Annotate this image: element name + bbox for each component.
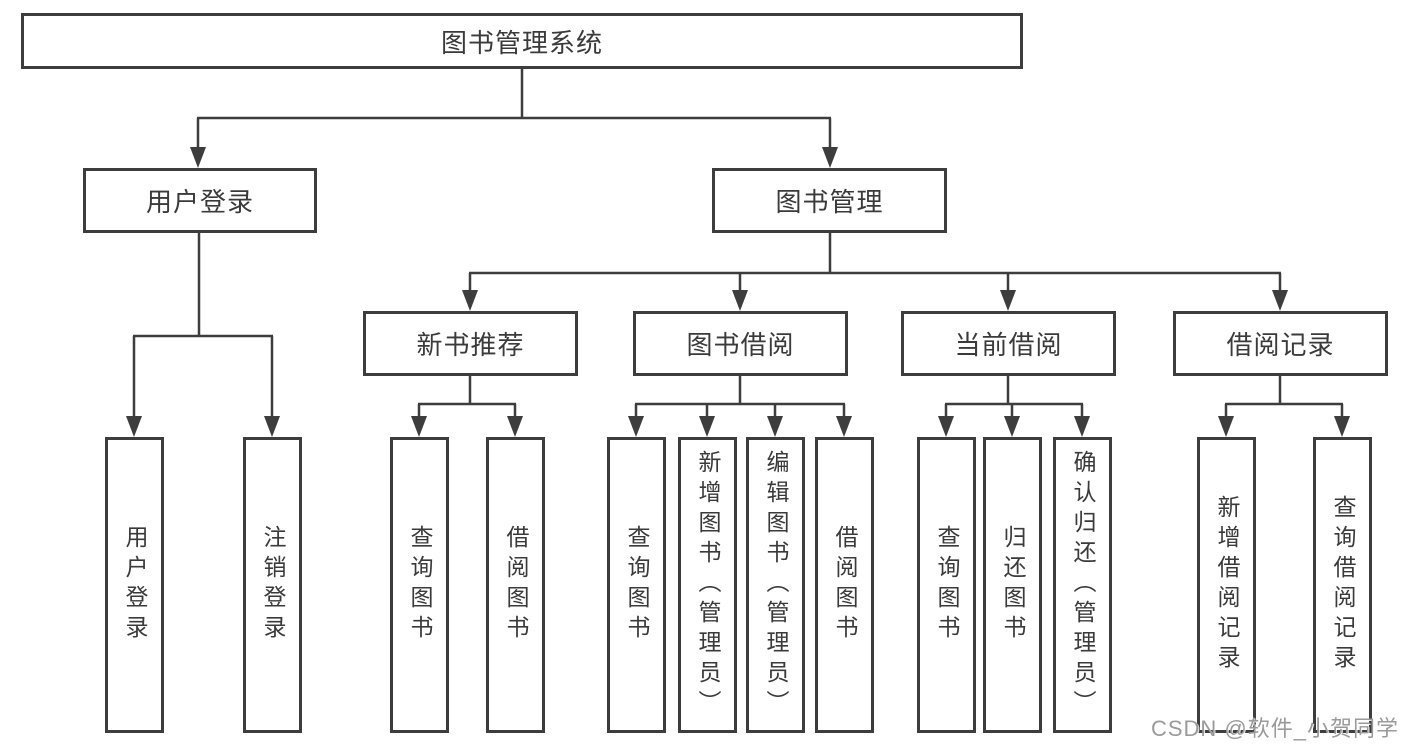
edge-management-to-groups xyxy=(468,233,1282,293)
node-new-book-recommend: 新书推荐 xyxy=(363,311,578,376)
node-book-borrow: 图书借阅 xyxy=(633,311,848,376)
leaf-borrow-add-books-admin: 新增图书（管理员） xyxy=(678,437,737,733)
leaf-user-login-label: 用户登录 xyxy=(122,525,148,645)
leaf-logout-label: 注销登录 xyxy=(260,525,286,645)
leaf-logout: 注销登录 xyxy=(243,437,302,733)
leaf-current-query-books-label: 查询图书 xyxy=(934,525,960,645)
edge-newbook-to-leaves xyxy=(417,376,517,421)
leaf-current-query-books: 查询图书 xyxy=(917,437,976,733)
csdn-watermark: CSDN @软件_小贺同学 xyxy=(1150,716,1399,741)
leaf-recommend-query-books: 查询图书 xyxy=(390,437,449,733)
node-borrow-records: 借阅记录 xyxy=(1173,311,1388,376)
leaf-records-add-record-label: 新增借阅记录 xyxy=(1214,495,1240,675)
leaf-user-login: 用户登录 xyxy=(105,437,164,733)
edge-login-to-leaves xyxy=(132,233,274,421)
leaf-records-add-record: 新增借阅记录 xyxy=(1197,437,1256,733)
leaf-recommend-borrow-books-label: 借阅图书 xyxy=(503,525,529,645)
leaf-borrow-borrow-books: 借阅图书 xyxy=(815,437,874,733)
leaf-borrow-borrow-books-label: 借阅图书 xyxy=(832,525,858,645)
leaf-borrow-add-books-admin-label: 新增图书（管理员） xyxy=(695,450,721,720)
leaf-borrow-query-books: 查询图书 xyxy=(607,437,666,733)
node-root-system: 图书管理系统 xyxy=(21,13,1023,69)
leaf-borrow-edit-books-admin: 编辑图书（管理员） xyxy=(746,437,805,733)
leaf-recommend-borrow-books: 借阅图书 xyxy=(486,437,545,733)
leaf-current-return-books-label: 归还图书 xyxy=(1000,525,1026,645)
leaf-current-return-books: 归还图书 xyxy=(983,437,1042,733)
leaf-records-query-record: 查询借阅记录 xyxy=(1313,437,1372,733)
leaf-current-confirm-return-admin-label: 确认归还（管理员） xyxy=(1070,450,1096,720)
edge-records-to-leaves xyxy=(1224,376,1344,421)
node-current-borrow: 当前借阅 xyxy=(901,311,1116,376)
leaf-borrow-query-books-label: 查询图书 xyxy=(624,525,650,645)
leaf-recommend-query-books-label: 查询图书 xyxy=(407,525,433,645)
node-book-management: 图书管理 xyxy=(712,168,947,233)
edge-current-to-leaves xyxy=(944,376,1084,421)
leaf-current-confirm-return-admin: 确认归还（管理员） xyxy=(1053,437,1112,733)
edge-borrow-to-leaves xyxy=(634,376,846,421)
leaf-records-query-record-label: 查询借阅记录 xyxy=(1330,495,1356,675)
edge-root-to-level1 xyxy=(196,69,832,150)
node-user-login: 用户登录 xyxy=(83,168,317,233)
leaf-borrow-edit-books-admin-label: 编辑图书（管理员） xyxy=(763,450,789,720)
